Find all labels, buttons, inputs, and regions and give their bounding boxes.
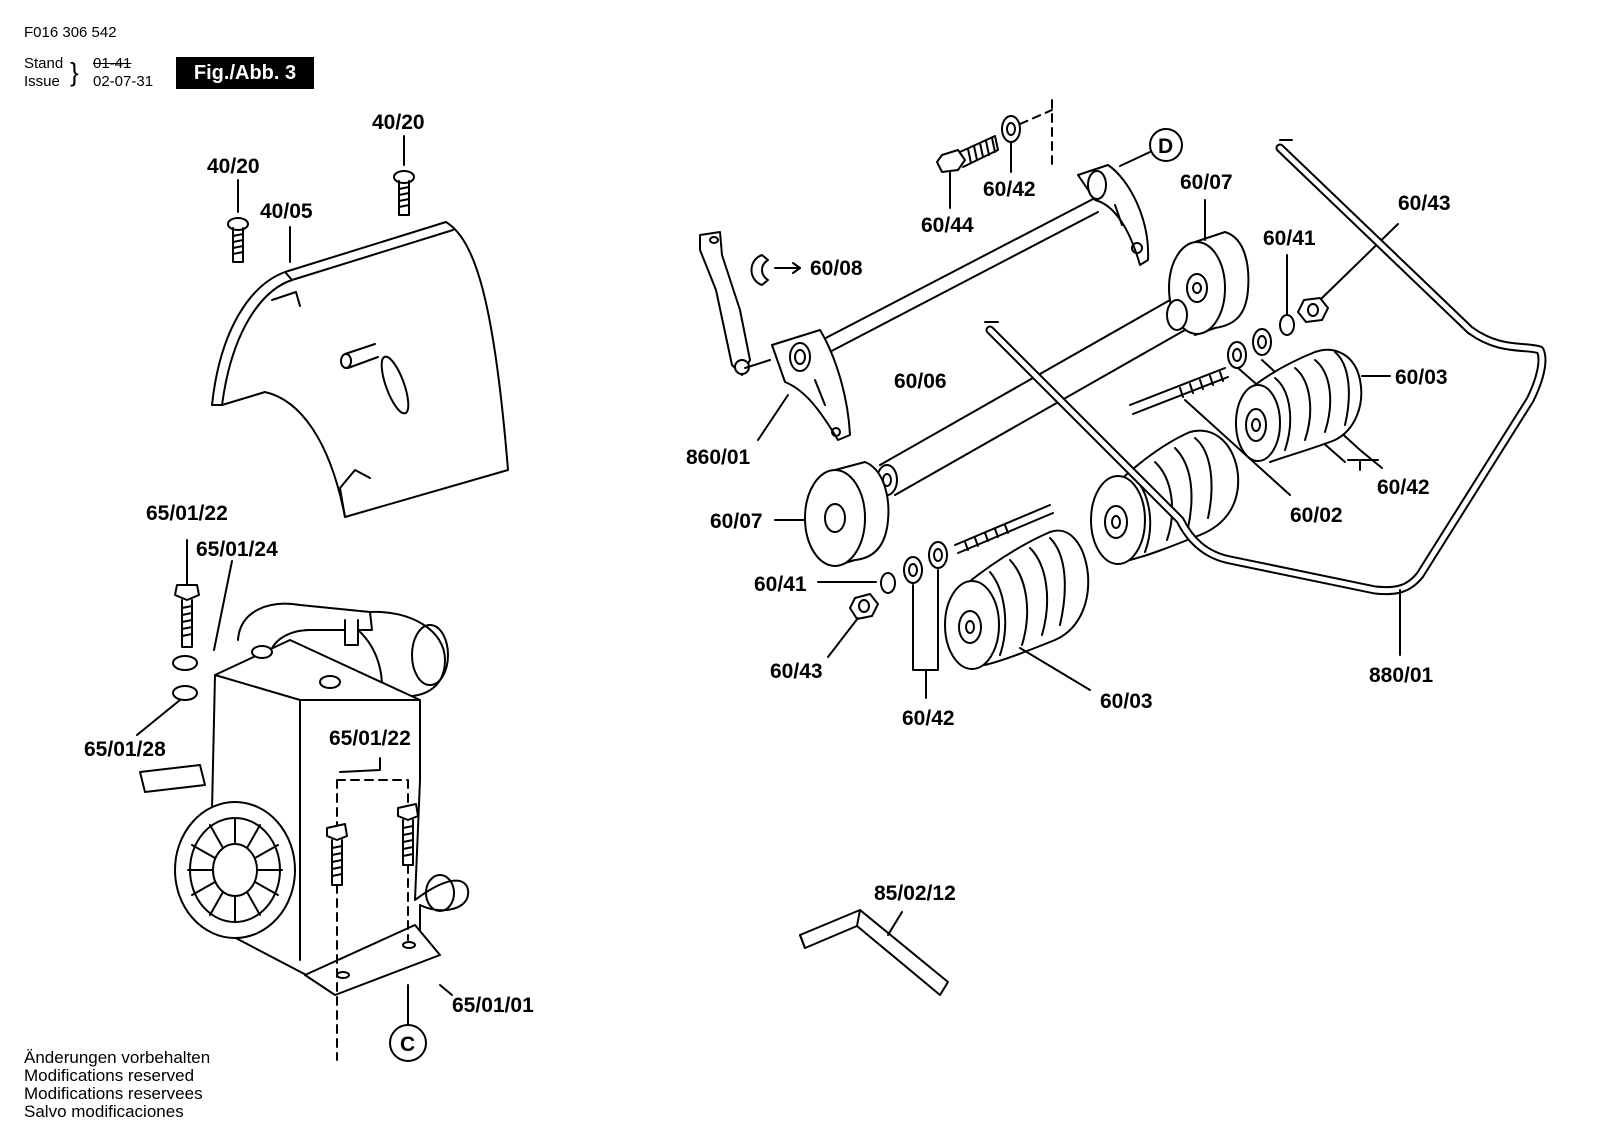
rod-60-02 [954, 367, 1229, 554]
callout-60-44: 60/44 [921, 214, 974, 237]
screw-40-20-left [227, 217, 249, 263]
roller-60-03-middle [1090, 429, 1240, 565]
callout-60-43-bottom: 60/43 [770, 660, 823, 683]
nut-60-43-lower [849, 593, 879, 620]
washer-60-42-upper-a [1227, 341, 1247, 369]
callout-65-01-22-top: 65/01/22 [146, 502, 228, 525]
lock-washer-60-41-upper [1279, 314, 1295, 336]
stand-label: Stand [24, 55, 64, 72]
callout-60-42-top: 60/42 [983, 178, 1036, 201]
bolt-65-01-22-right [397, 803, 419, 866]
callout-60-02: 60/02 [1290, 504, 1343, 527]
reference-d-circle [1149, 128, 1183, 162]
lock-washer-65-01-24 [172, 655, 198, 671]
bolt-60-44 [936, 135, 999, 173]
document-number: F016 306 542 [24, 24, 117, 41]
washer-60-42-top [1001, 115, 1021, 143]
callout-40-20-left: 40/20 [207, 155, 260, 178]
clip-60-08 [750, 254, 769, 286]
callout-60-42-right: 60/42 [1377, 476, 1430, 499]
washer-65-01-28 [172, 685, 198, 701]
lock-washer-60-41-lower [880, 572, 896, 594]
issue-value: 02-07-31 [93, 73, 154, 90]
bolt-65-01-22-top [174, 584, 200, 648]
reference-c-circle [389, 1024, 427, 1062]
callout-65-01-24: 65/01/24 [196, 538, 278, 561]
washer-60-42-lower-b [903, 556, 923, 584]
callout-60-43-top: 60/43 [1398, 192, 1451, 215]
callout-60-41-top: 60/41 [1263, 227, 1316, 250]
screw-40-20-right [393, 170, 415, 216]
roller-60-07-top [1168, 231, 1250, 336]
ref-c-letter: C [400, 1033, 415, 1056]
nut-60-43-upper [1297, 297, 1329, 323]
callout-60-07-top: 60/07 [1180, 171, 1233, 194]
callout-65-01-22-mid: 65/01/22 [329, 727, 411, 750]
footer-line-de: Änderungen vorbehalten [24, 1048, 211, 1067]
callout-40-05: 40/05 [260, 200, 313, 223]
washer-60-42-upper-b [1252, 328, 1272, 356]
callout-60-06: 60/06 [894, 370, 947, 393]
callout-60-42-bottom: 60/42 [902, 707, 955, 730]
callout-860-01: 860/01 [686, 446, 751, 469]
callout-60-03-bottom: 60/03 [1100, 690, 1153, 713]
roller-60-03-upper [1235, 348, 1363, 463]
handle-bracket-assembly [699, 164, 1150, 441]
figure-label: Fig./Abb. 3 [176, 57, 314, 89]
washer-60-42-lower-a [928, 541, 948, 569]
bolt-65-01-22-left [326, 823, 348, 886]
callout-60-08: 60/08 [810, 257, 863, 280]
callout-60-41-bottom: 60/41 [754, 573, 807, 596]
stand-value: 01-41 [93, 55, 132, 72]
callout-65-01-01: 65/01/01 [452, 994, 534, 1017]
callout-65-01-28: 65/01/28 [84, 738, 166, 761]
callout-40-20-right: 40/20 [372, 111, 425, 134]
callout-60-03-top: 60/03 [1395, 366, 1448, 389]
roller-60-03-lower [944, 529, 1090, 670]
engine-drawing [139, 602, 470, 996]
footer-line-fr: Modifications reservees [24, 1084, 203, 1103]
footer-notice: Änderungen vorbehalten Modifications res… [24, 1049, 210, 1121]
callout-880-01: 880/01 [1369, 664, 1434, 687]
cover-drawing [211, 221, 509, 518]
engine-center-lines [336, 779, 409, 1061]
hex-key-85-02-12 [799, 909, 949, 996]
footer-line-en: Modifications reserved [24, 1066, 195, 1085]
ref-d-letter: D [1158, 135, 1173, 158]
footer-line-es: Salvo modificaciones [24, 1102, 184, 1121]
callout-60-07-bottom: 60/07 [710, 510, 763, 533]
handle-rod-880-01 [984, 139, 1547, 596]
callout-85-02-12: 85/02/12 [874, 882, 956, 905]
issue-label: Issue [24, 73, 60, 90]
brace-icon: } [70, 57, 79, 87]
roller-60-07-bottom [804, 461, 890, 567]
